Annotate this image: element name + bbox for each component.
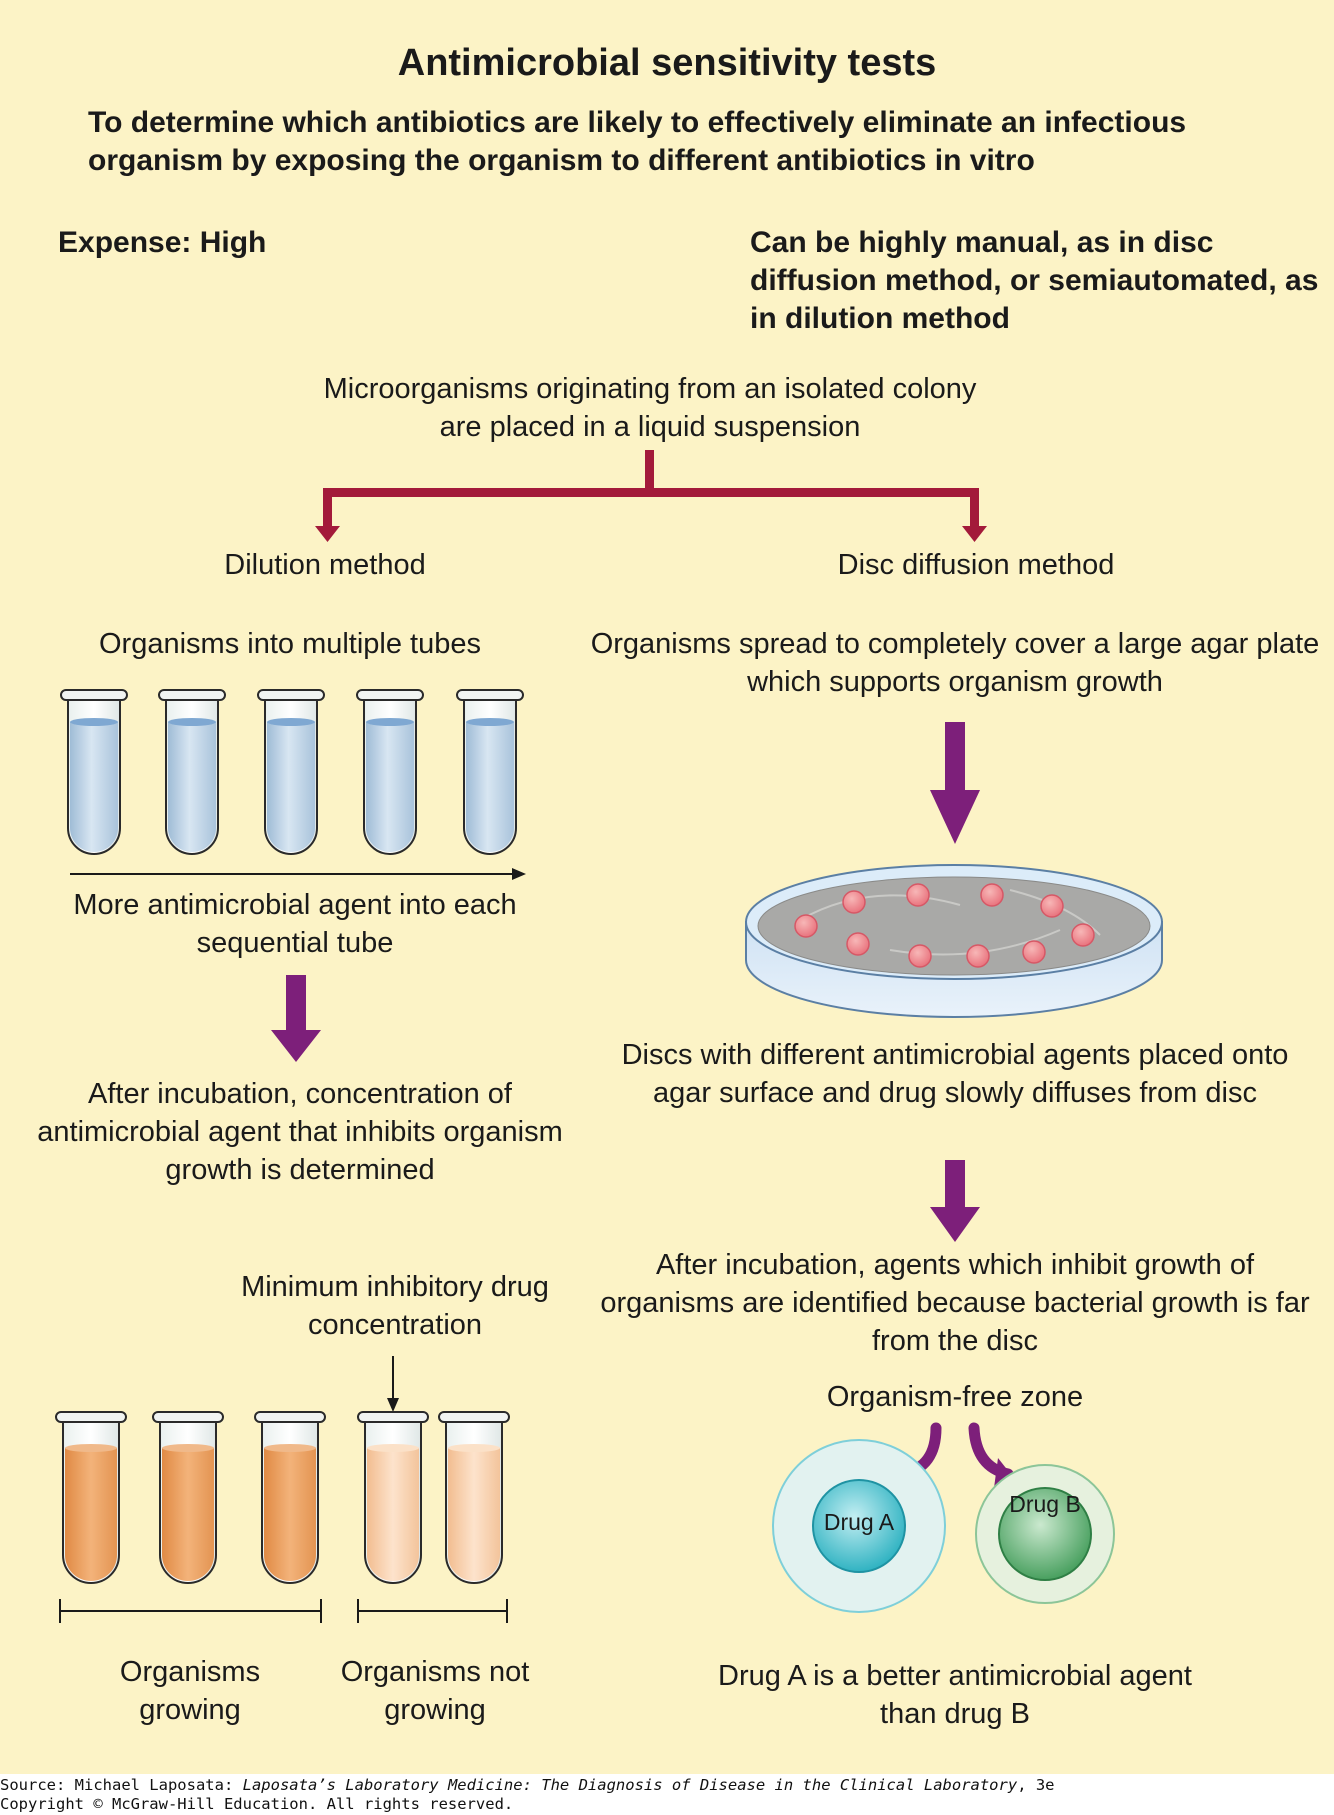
dilution-tubes-row-1 bbox=[60, 689, 524, 855]
sequence-arrow bbox=[70, 868, 526, 880]
dilution-step-1: Organisms into multiple tubes bbox=[99, 628, 481, 660]
source-footer: Source: Michael Laposata: Laposata’s Lab… bbox=[0, 1776, 1055, 1814]
colony bbox=[966, 944, 990, 968]
disc-diffusion-method-label: Disc diffusion method bbox=[837, 549, 1115, 581]
dilution-step-3: After incubation, concentration of antim… bbox=[37, 1078, 563, 1186]
flow-arrow-dilution bbox=[271, 975, 321, 1062]
tube bbox=[158, 689, 226, 855]
tube-growing bbox=[55, 1411, 127, 1584]
colony bbox=[1071, 923, 1095, 947]
source-suffix: , 3e bbox=[1017, 1776, 1055, 1794]
source-title: Laposata’s Laboratory Medicine: The Diag… bbox=[242, 1776, 1018, 1794]
drug-b-disc bbox=[998, 1487, 1092, 1581]
colony bbox=[794, 914, 818, 938]
colony bbox=[980, 883, 1004, 907]
colonies bbox=[794, 883, 1095, 968]
tube-not-growing bbox=[357, 1411, 429, 1584]
tube-growing bbox=[254, 1411, 326, 1584]
colony bbox=[846, 932, 870, 956]
tube bbox=[257, 689, 325, 855]
tube-growing bbox=[152, 1411, 224, 1584]
drug-a-zone bbox=[772, 1439, 946, 1613]
automation-note: Can be highly manual, as in disc diffusi… bbox=[750, 226, 1319, 335]
colony bbox=[842, 890, 866, 914]
disc-step-2: Discs with different antimicrobial agent… bbox=[621, 1039, 1289, 1109]
colony bbox=[908, 944, 932, 968]
dilution-method-label: Dilution method bbox=[224, 549, 426, 581]
agar-plate bbox=[745, 864, 1163, 1018]
tube bbox=[456, 689, 524, 855]
expense-label: Expense: High bbox=[58, 226, 267, 259]
tube bbox=[356, 689, 424, 855]
drug-a-disc bbox=[812, 1479, 906, 1573]
flow-arrow-disc-1 bbox=[930, 722, 980, 844]
source-prefix: Source: Michael Laposata: bbox=[0, 1776, 243, 1794]
colony bbox=[1040, 894, 1064, 918]
growing-bracket bbox=[59, 1599, 322, 1623]
branch-arrow bbox=[315, 450, 987, 542]
start-step: Microorganisms originating from an isola… bbox=[323, 373, 977, 443]
flow-arrow-disc-2 bbox=[930, 1160, 980, 1242]
colony bbox=[906, 883, 930, 907]
drug-a-label: Drug A bbox=[823, 1509, 895, 1535]
subtitle: To determine which antibiotics are likel… bbox=[88, 106, 1187, 177]
tube bbox=[60, 689, 128, 855]
not-growing-bracket bbox=[357, 1599, 508, 1623]
dilution-step-2: More antimicrobial agent into each seque… bbox=[73, 889, 517, 959]
conclusion: Drug A is a better antimicrobial agent t… bbox=[718, 1660, 1192, 1730]
colony bbox=[1022, 940, 1046, 964]
organism-free-zone-label: Organism-free zone bbox=[826, 1381, 1084, 1413]
disc-step-1: Organisms spread to completely cover a l… bbox=[590, 628, 1320, 698]
dilution-tubes-row-2 bbox=[55, 1411, 510, 1584]
source-line: Source: Michael Laposata: Laposata’s Lab… bbox=[0, 1776, 1055, 1795]
drug-b-zone bbox=[975, 1464, 1115, 1604]
mic-label: Minimum inhibitory drug concentration bbox=[241, 1271, 549, 1341]
tube-not-growing bbox=[438, 1411, 510, 1584]
organisms-growing-label: Organisms growing bbox=[119, 1656, 261, 1726]
page-title: Antimicrobial sensitivity tests bbox=[397, 42, 937, 84]
mic-pointer bbox=[387, 1356, 399, 1412]
drug-b-label: Drug B bbox=[1009, 1491, 1081, 1517]
organisms-not-growing-label: Organisms not growing bbox=[340, 1656, 530, 1726]
copyright-line: Copyright © McGraw-Hill Education. All r… bbox=[0, 1795, 514, 1813]
disc-step-3: After incubation, agents which inhibit g… bbox=[600, 1249, 1310, 1357]
